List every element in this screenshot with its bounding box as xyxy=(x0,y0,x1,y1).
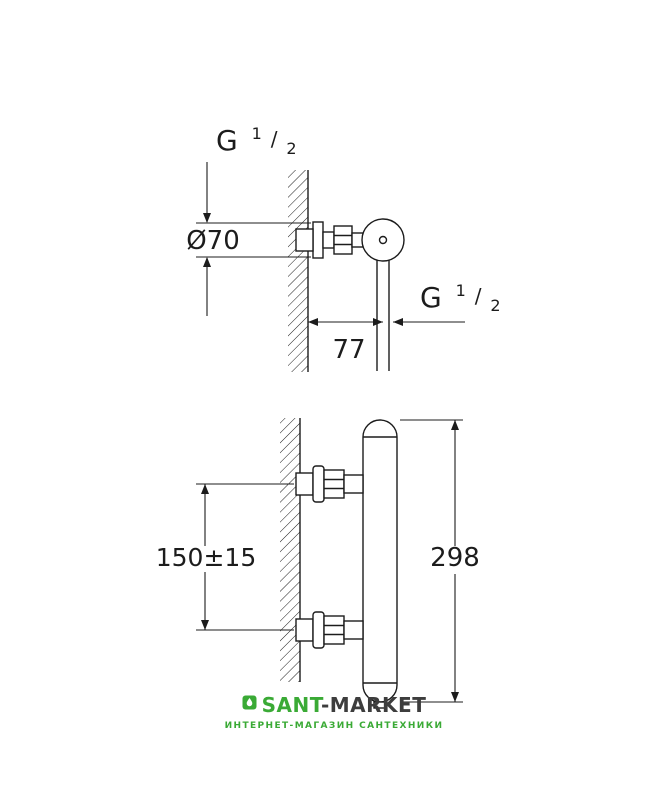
brand-name: SANT-MARKET xyxy=(262,694,427,716)
wall-hatch-front xyxy=(280,418,300,682)
brand-logo: SANT-MARKET xyxy=(0,694,668,716)
brand-name-secondary: -MARKET xyxy=(320,693,427,717)
side-view xyxy=(288,170,405,372)
dim-thread-side: G 1 / 2 xyxy=(420,270,501,315)
brand-name-primary: SANT xyxy=(261,693,321,717)
dim-body-height: 298 xyxy=(430,543,480,573)
front-view xyxy=(280,418,398,709)
dim-thread-top: G 1 / 2 xyxy=(216,113,297,158)
water-drop-icon xyxy=(242,695,257,710)
wall-hatch-side xyxy=(288,170,308,372)
side-view-dimensions xyxy=(196,162,465,326)
mixer-body xyxy=(362,419,398,703)
front-view-dimensions xyxy=(196,419,463,703)
brand-tagline: ИНТЕРНЕТ-МАГАЗИН САНТЕХНИКИ xyxy=(224,721,444,731)
dim-wall-offset: 77 xyxy=(332,335,365,365)
brand-footer: SANT-MARKET ИНТЕРНЕТ-МАГАЗИН САНТЕХНИКИ xyxy=(0,694,668,731)
dim-hole-spacing: 150±15 xyxy=(156,543,256,572)
lower-connection xyxy=(295,611,364,649)
dim-diameter: Ø70 xyxy=(186,226,240,256)
upper-connection xyxy=(295,465,364,503)
